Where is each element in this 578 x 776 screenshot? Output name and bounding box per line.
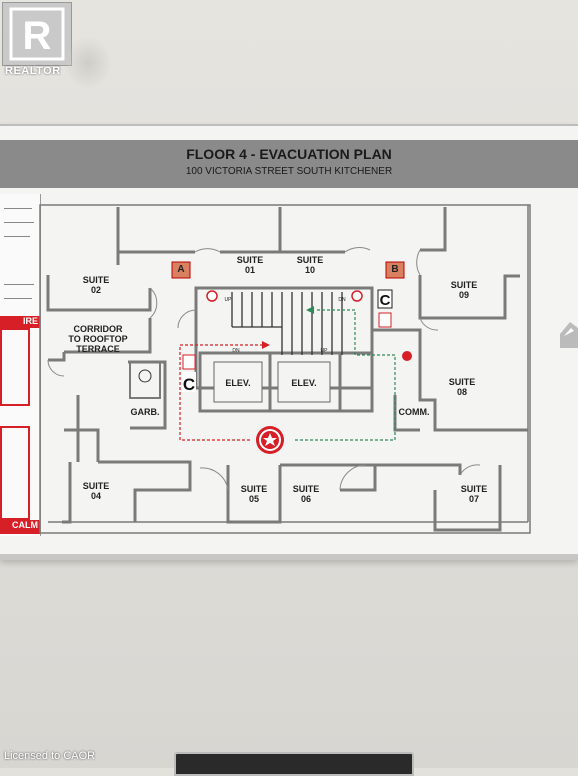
legend-panel: IRE CALM	[0, 194, 41, 536]
room-elevator-2: ELEV.	[291, 378, 317, 388]
plan-title: FLOOR 4 - EVACUATION PLAN	[186, 146, 392, 162]
svg-text:C: C	[380, 292, 391, 309]
plan-address: 100 VICTORIA STREET SOUTH KITCHENER	[185, 166, 393, 177]
legend-fire-heading: IRE	[0, 316, 40, 328]
stair-up-label: UP	[224, 297, 232, 303]
stair-marker-a: A	[177, 264, 185, 275]
evacuation-plan-board: FLOOR 4 - EVACUATION PLAN 100 VICTORIA S…	[0, 124, 578, 560]
stair-dn-label: DN	[338, 297, 346, 303]
legend-red-box	[0, 328, 30, 406]
legend-line	[4, 298, 32, 299]
realtor-logo-mark: R	[2, 2, 72, 66]
legend-line	[4, 208, 32, 209]
wall-plate	[174, 752, 414, 776]
realtor-logo-text: REALTOR	[5, 65, 61, 77]
room-garb: GARB.	[130, 407, 160, 417]
plan-banner: FLOOR 4 - EVACUATION PLAN 100 VICTORIA S…	[0, 140, 578, 188]
stair-up-label: UP	[320, 348, 328, 354]
legend-line	[4, 222, 34, 223]
room-comm: COMM.	[398, 407, 430, 417]
arrow-tag-icon	[558, 318, 578, 348]
svg-text:R: R	[23, 14, 52, 58]
legend-calm-heading: CALM	[0, 520, 40, 534]
stair-dn-label: DN	[232, 348, 240, 354]
license-watermark: Licensed to CAOR	[4, 750, 96, 762]
realtor-logo: R REALTOR	[2, 2, 72, 80]
legend-line	[4, 284, 34, 285]
stair-marker-b: B	[391, 264, 399, 275]
legend-line	[4, 236, 30, 237]
room-elevator-1: ELEV.	[225, 378, 251, 388]
legend-red-box	[0, 426, 30, 520]
svg-text:C: C	[183, 375, 195, 394]
wall-smudge	[64, 36, 112, 90]
